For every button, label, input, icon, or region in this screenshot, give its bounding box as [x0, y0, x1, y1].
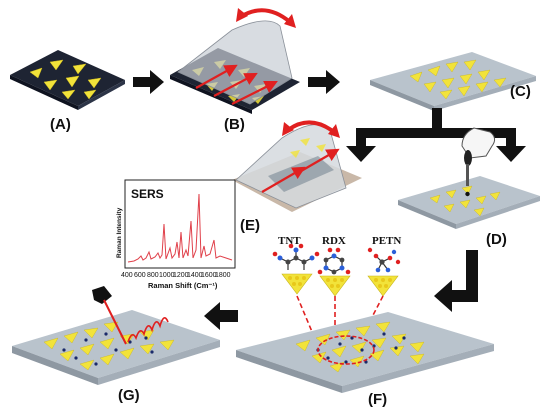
molecule-petn-icon — [367, 247, 401, 297]
spectrum-x-label: Raman Shift (Cm⁻¹) — [148, 281, 218, 290]
molecule-labels: TNT RDX PETN — [278, 235, 401, 247]
svg-text:1400: 1400 — [187, 272, 203, 279]
label-panel-g: (G) — [118, 387, 140, 404]
panel-b: (B) — [170, 8, 300, 133]
substrate-g — [12, 310, 220, 378]
label-panel-c: (C) — [510, 83, 531, 100]
panel-f: (F) — [236, 312, 494, 408]
highlight-circle-f — [317, 335, 375, 365]
laser-beam — [103, 299, 127, 345]
rotation-arrow-b — [240, 8, 292, 24]
fork-arrow-c — [346, 108, 526, 162]
label-panel-d: (D) — [486, 231, 507, 248]
molecule-rdx-icon — [317, 247, 351, 297]
arrow-f-to-g — [204, 302, 238, 330]
label-panel-b: (B) — [224, 116, 245, 133]
svg-text:400: 400 — [121, 272, 133, 279]
svg-text:800: 800 — [147, 272, 159, 279]
molecule-tnt-label: TNT — [278, 235, 301, 247]
label-panel-e: (E) — [240, 217, 260, 234]
laser-source-icon — [92, 286, 112, 304]
analyte-dots-g — [62, 332, 154, 366]
panel-c: (C) — [370, 52, 536, 111]
arrow-d-to-f — [434, 250, 478, 312]
spectrum-y-label: Raman Intensity — [116, 207, 123, 258]
gold-triangle-array-c — [409, 59, 507, 100]
svg-text:600: 600 — [134, 272, 146, 279]
molecule-petn-label: PETN — [372, 235, 401, 247]
molecule-tnt-icon — [272, 243, 320, 295]
panel-d: (D) — [398, 127, 540, 248]
sers-spectrum-inset: SERS Raman Intensity 400 600 800 1000 12… — [116, 179, 236, 290]
molecule-rdx-label: RDX — [322, 235, 346, 247]
svg-text:1800: 1800 — [215, 272, 231, 279]
raman-spectrum-line — [127, 193, 233, 263]
spectrum-x-ticks: 400 600 800 1000 1200 1400 1600 1800 — [121, 272, 231, 279]
label-panel-f: (F) — [368, 391, 387, 408]
rotation-arrow-e — [286, 120, 336, 134]
svg-text:1000: 1000 — [159, 272, 175, 279]
pipette-hand-icon — [461, 127, 496, 197]
arrow-b-to-c — [308, 70, 340, 94]
panel-e: (E) — [232, 120, 362, 234]
gold-triangle-array-a — [29, 59, 102, 100]
panel-a: (A) — [10, 50, 125, 133]
svg-text:1200: 1200 — [173, 272, 189, 279]
arrow-a-to-b — [133, 70, 164, 94]
panel-g: (G) — [12, 286, 220, 404]
raman-scatter-wave — [127, 317, 169, 343]
gold-triangle-array-f — [295, 321, 425, 373]
spectrum-title: SERS — [131, 187, 164, 201]
svg-text:1600: 1600 — [201, 272, 217, 279]
substrate-f — [236, 312, 494, 386]
label-panel-a: (A) — [50, 116, 71, 133]
